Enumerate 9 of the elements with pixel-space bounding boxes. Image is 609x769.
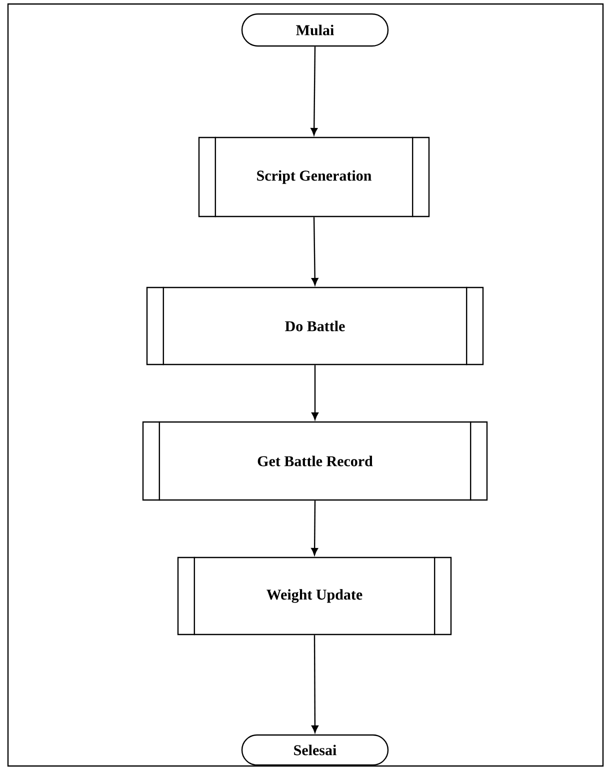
arrow: [312, 635, 318, 733]
arrow: [311, 217, 318, 286]
arrow: [311, 500, 318, 556]
process-box: Weight Update: [177, 556, 452, 636]
arrow: [312, 365, 318, 420]
process-box: Do Battle: [146, 286, 484, 366]
process-box: Script Generation: [198, 136, 430, 218]
process-box: Get Battle Record: [142, 421, 488, 501]
arrow: [310, 46, 318, 136]
